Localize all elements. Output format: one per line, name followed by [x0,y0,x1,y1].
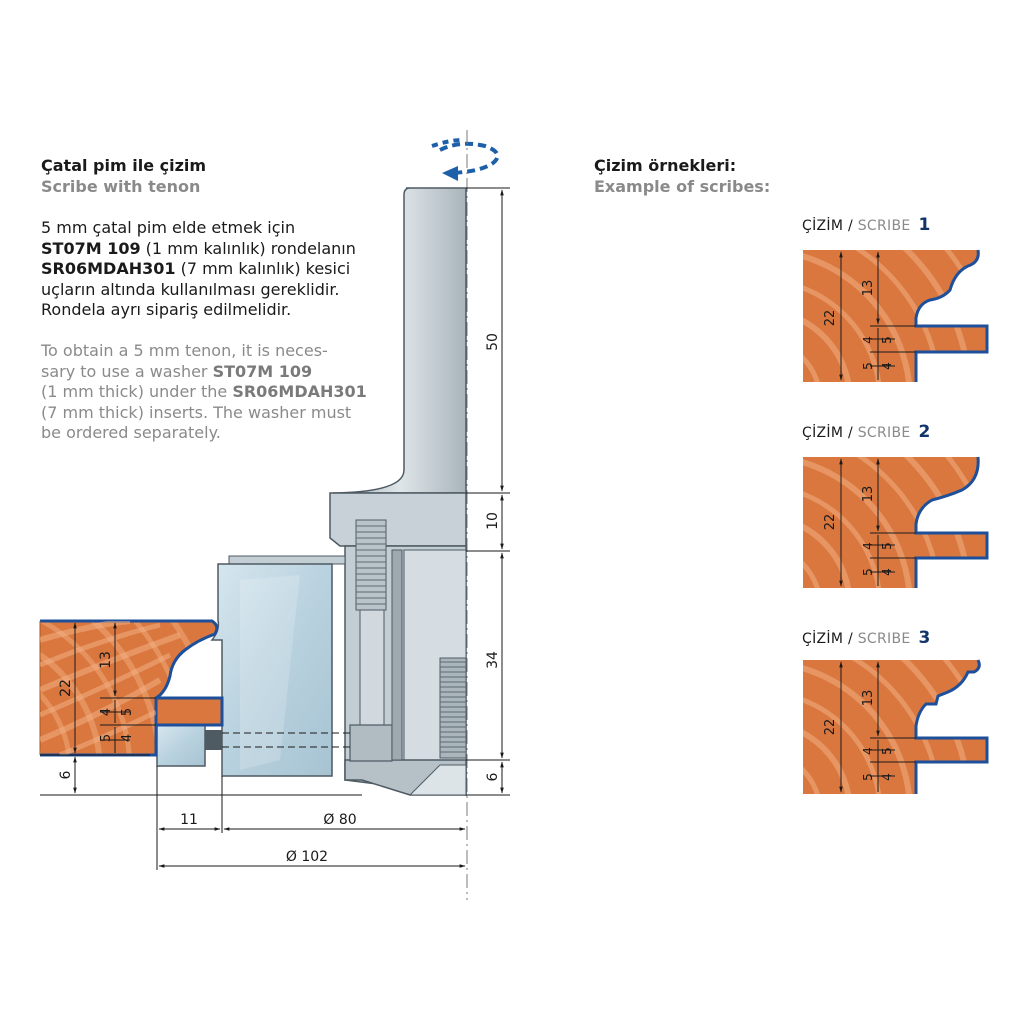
desc-en-line2: sary to use a washer [41,361,213,381]
s1-dim-13: 13 [861,280,876,297]
s1-dim-5a: 5 [880,336,894,344]
scribe-3-label-en: SCRIBE [857,631,911,647]
s1-dim-22: 22 [823,310,838,327]
description-en: To obtain a 5 mm tenon, it is neces- sar… [41,341,386,444]
desc-en-part-code-1: ST07M 109 [212,361,313,381]
s3-dim-4b: 4 [880,773,894,781]
s1-dim-4b: 4 [880,362,894,370]
dim-6-right: 6 [485,772,501,781]
scribe-2-slash: / [843,425,858,441]
right-title-tr: Çizim örnekleri: [594,156,737,175]
workpiece-main [39,619,224,757]
dim-11: 11 [180,812,198,828]
s2-dim-22: 22 [823,514,838,531]
bottom-chamfer [408,764,467,796]
workpiece-grain [40,621,182,755]
scribe-2-label-en: SCRIBE [857,425,911,441]
rotation-arrow-icon [431,138,500,181]
scribe-3-label-tr: ÇİZİM [802,631,844,647]
description-tr: 5 mm çatal pim elde etmek için ST07M 109… [41,218,381,321]
desc-en-line1: To obtain a 5 mm tenon, it is neces- [41,341,328,360]
washer-tenon-cutter [156,724,206,767]
scribe-3-slash: / [843,631,858,647]
dim-50: 50 [485,333,501,351]
clamping-screw [349,519,403,762]
scribe-label-3: ÇİZİM / SCRIBE 3 [802,628,931,648]
s2-dim-13: 13 [861,486,876,503]
scribe-1-label-tr: ÇİZİM [802,218,844,234]
workpiece-dim-4b: 4 [120,734,135,742]
spindle-shaft [332,187,467,494]
left-title-en: Scribe with tenon [41,177,201,196]
scribe-label-2: ÇİZİM / SCRIBE 2 [802,422,931,442]
dim-102: Ø 102 [286,849,328,865]
desc-en-line3: (1 mm thick) under the [41,382,233,401]
s2-dim-4b: 4 [880,568,894,576]
scribe-1-number: 1 [918,215,931,235]
scribe-profile-3: 22 13 4 5 5 4 [803,659,989,794]
s2-dim-5b: 5 [861,568,875,576]
scribe-profile-1: 22 13 4 5 5 4 [803,249,989,382]
desc-en-line5: be ordered separately. [41,423,221,442]
upper-collar [329,492,467,547]
desc-tr-line4: uçların altında kullanılması gereklidir. [41,279,340,299]
s1-dim-4a: 4 [861,336,875,344]
scribe-1-slash: / [843,218,858,234]
right-title-en: Example of scribes: [594,177,771,196]
s2-dim-4a: 4 [861,542,875,550]
insert-reflection [240,575,300,770]
workpiece-dim-13: 13 [98,651,114,669]
desc-tr-part-code-2: SR06MDAH301 [41,259,176,278]
desc-tr-part-code-1: ST07M 109 [41,238,141,258]
desc-en-line4: (7 mm thick) inserts. The washer must [41,402,352,422]
washer-shim [205,730,222,750]
scribe-1-label-en: SCRIBE [857,218,911,234]
s2-dim-5a: 5 [880,542,894,550]
s3-dim-5b: 5 [861,773,875,781]
dim-80: Ø 80 [323,812,356,828]
workpiece-dim-5b: 5 [99,734,114,742]
desc-tr-line1: 5 mm çatal pim elde etmek için [41,218,296,237]
insert-support-plate [228,555,346,565]
dim-34: 34 [485,651,501,669]
dimension-lines-main [40,187,510,870]
desc-tr-line3: (7 mm kalınlık) kesici [175,259,351,278]
scribe-2-label-tr: ÇİZİM [802,425,844,441]
desc-tr-line5: Rondela ayrı sipariş edilmelidir. [41,300,292,319]
workpiece-dim-5a: 5 [120,708,135,716]
left-title-tr: Çatal pim ile çizim [41,156,207,175]
s3-dim-22: 22 [823,719,838,736]
scribe-2-number: 2 [918,422,931,442]
s3-dim-13: 13 [861,690,876,707]
s3-dim-4a: 4 [861,747,875,755]
dim-6-left: 6 [58,770,74,779]
scribe-profile-2: 22 13 4 5 5 4 [803,456,989,588]
scribe-label-1: ÇİZİM / SCRIBE 1 [802,215,931,235]
threaded-spindle-end [439,657,467,759]
s1-dim-5b: 5 [861,362,875,370]
dim-10: 10 [485,512,501,530]
workpiece-dim-4a: 4 [99,708,114,716]
workpiece-dim-22: 22 [58,679,74,697]
scribe-3-number: 3 [918,628,931,648]
desc-tr-line2: (1 mm kalınlık) rondelanın [140,238,356,258]
s3-dim-5a: 5 [880,747,894,755]
desc-en-part-code-2: SR06MDAH301 [232,382,367,401]
